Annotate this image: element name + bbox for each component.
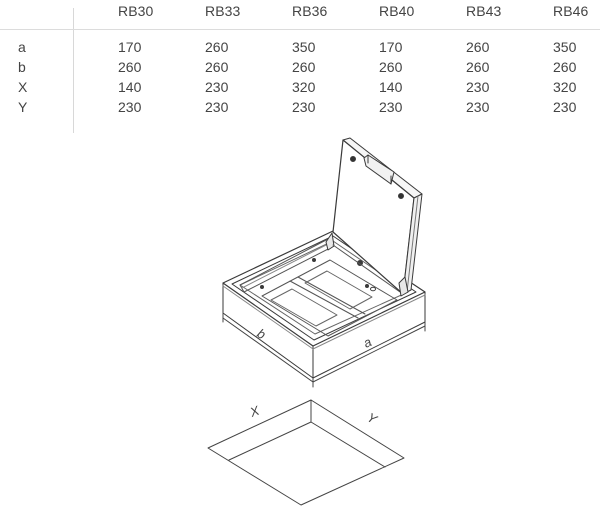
table-cell: 260 [205,59,229,75]
table-cell: 140 [379,79,403,95]
table-vertical-divider [73,8,74,133]
table-cell: 350 [553,39,577,55]
column-header-rb33: RB33 [205,3,241,19]
table-cell: 140 [118,79,142,95]
table-cell: 230 [205,99,229,115]
table-header-divider [0,29,600,30]
row-label-b: b [18,59,26,75]
table-cell: 170 [379,39,403,55]
floor-box-illustration [222,137,426,388]
dimension-label-b: b [255,326,269,343]
table-cell: 320 [292,79,316,95]
column-header-rb36: RB36 [292,3,328,19]
dimension-label-a: a [361,334,374,351]
column-header-rb40: RB40 [379,3,415,19]
floor-recess-illustration [207,399,405,506]
row-label-y: Y [18,99,28,115]
column-header-rb46: RB46 [553,3,589,19]
table-cell: 260 [466,59,490,75]
row-label-x: X [18,79,28,95]
table-cell: 230 [118,99,142,115]
row-label-a: a [18,39,26,55]
column-header-rb43: RB43 [466,3,502,19]
table-cell: 350 [292,39,316,55]
table-cell: 230 [466,79,490,95]
dimension-label-y: Y [365,410,381,428]
table-cell: 260 [292,59,316,75]
table-cell: 170 [118,39,142,55]
table-cell: 260 [205,39,229,55]
table-cell: 320 [553,79,577,95]
table-cell: 230 [553,99,577,115]
table-cell: 230 [205,79,229,95]
dimension-label-x: X [247,402,262,420]
column-header-rb30: RB30 [118,3,154,19]
table-cell: 230 [379,99,403,115]
table-cell: 260 [379,59,403,75]
table-cell: 230 [466,99,490,115]
table-cell: 260 [118,59,142,75]
table-cell: 260 [466,39,490,55]
table-cell: 260 [553,59,577,75]
dimension-table: RB30 RB33 RB36 RB40 RB43 RB46 a 170 260 … [0,0,600,140]
table-cell: 230 [292,99,316,115]
